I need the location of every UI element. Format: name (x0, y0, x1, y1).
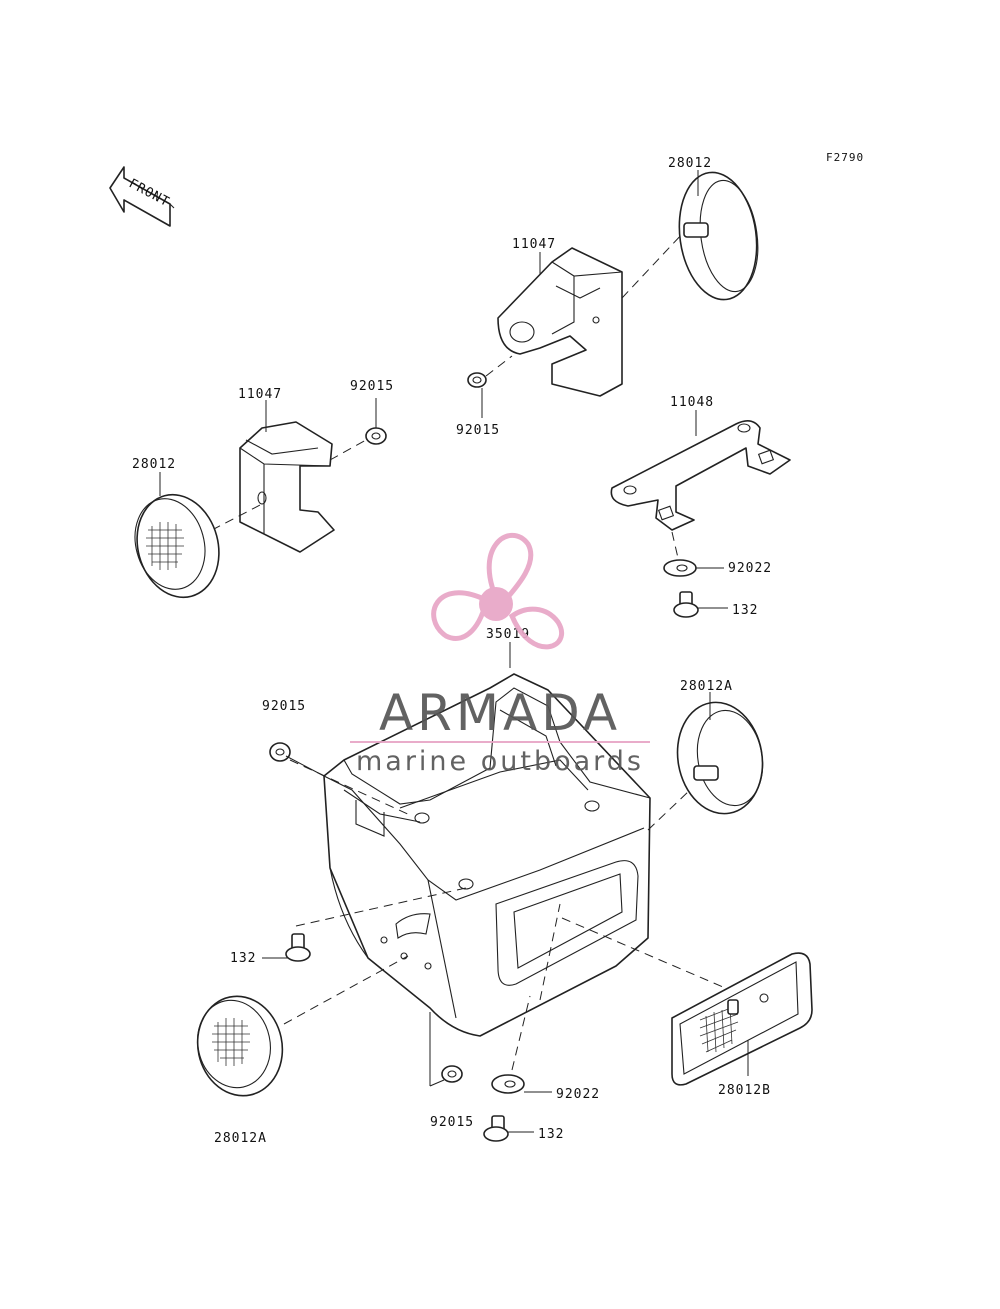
label-92015-bottom: 92015 (430, 1115, 474, 1130)
bolt-132-top (673, 591, 728, 618)
nut-92015-bottom (429, 1012, 463, 1087)
label-11048: 11048 (670, 395, 714, 410)
figure-code: F2790 (826, 151, 864, 164)
washer-92022-top (663, 559, 724, 577)
label-132-top: 132 (732, 603, 758, 618)
label-132-left: 132 (230, 951, 256, 966)
label-11047-left: 11047 (238, 387, 282, 402)
reflector-28012B (671, 952, 813, 1086)
label-92022-top: 92022 (728, 561, 772, 576)
label-28012A-bottom: 28012A (214, 1131, 267, 1146)
label-92015-left: 92015 (350, 379, 394, 394)
nut-92015-left (365, 398, 387, 445)
front-arrow-icon: FRONT (109, 166, 175, 227)
reflector-28012A-bottom (196, 995, 284, 1097)
watermark-tagline: marine outboards (356, 746, 644, 777)
label-11047-top: 11047 (512, 237, 556, 252)
bolt-132-bottom (483, 1115, 534, 1142)
label-92015-mid: 92015 (262, 699, 306, 714)
nut-92015-mid (269, 742, 325, 777)
watermark-brand: ARMADA (379, 684, 621, 742)
bracket-11048 (610, 410, 791, 559)
label-28012-left: 28012 (132, 457, 176, 472)
armada-watermark: ARMADA marine outboards (350, 532, 650, 777)
bolt-132-left (262, 933, 311, 962)
washer-92022-bottom (491, 1074, 552, 1094)
propeller-logo-icon (431, 532, 565, 650)
bracket-11047-left (211, 400, 367, 553)
bracket-11047-top (497, 231, 685, 397)
label-28012A-right: 28012A (680, 679, 733, 694)
label-28012B: 28012B (718, 1083, 771, 1098)
reflector-28012A-right (676, 692, 764, 815)
reflector-28012-left (134, 472, 220, 599)
housing-35019 (283, 642, 731, 1071)
reflector-28012-top (678, 170, 759, 301)
nut-92015-top (467, 355, 513, 418)
label-28012-top: 28012 (668, 156, 712, 171)
label-132-bottom: 132 (538, 1127, 564, 1142)
label-92022-bottom: 92022 (556, 1087, 600, 1102)
label-92015-top: 92015 (456, 423, 500, 438)
